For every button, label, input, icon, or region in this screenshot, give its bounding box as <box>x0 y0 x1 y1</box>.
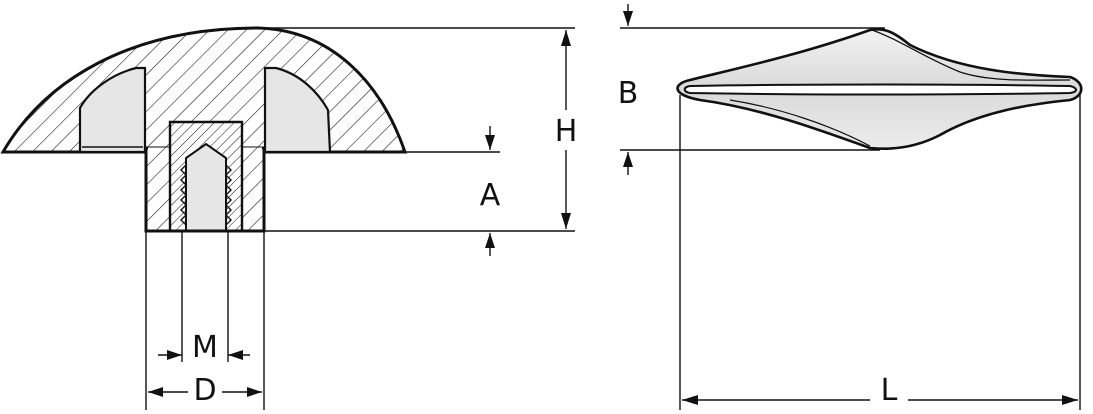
label-A: A <box>480 178 501 213</box>
thread-bore <box>185 142 227 232</box>
thread-teeth <box>180 164 232 226</box>
label-D: D <box>193 373 216 408</box>
wing-upper-ridge <box>871 29 1071 81</box>
knob-top-view <box>676 27 1083 150</box>
dimension-B: B <box>618 4 639 175</box>
wing-lower-ridge <box>729 99 871 147</box>
dimension-A: A <box>480 126 501 256</box>
wing-center-slot <box>683 83 1077 96</box>
dimension-D: D <box>148 373 262 408</box>
knob-left-cavity <box>78 66 147 154</box>
label-B: B <box>618 76 639 111</box>
knob-section-view <box>0 26 408 233</box>
dimension-M: M <box>158 330 250 365</box>
label-H: H <box>555 114 578 149</box>
dimension-L: L <box>682 373 1078 408</box>
extension-lines-left <box>145 27 575 410</box>
extension-lines-right <box>620 27 1081 410</box>
label-M: M <box>192 330 218 365</box>
label-L: L <box>881 373 898 408</box>
dimension-H: H <box>546 30 586 229</box>
knob-right-cavity <box>263 66 332 154</box>
